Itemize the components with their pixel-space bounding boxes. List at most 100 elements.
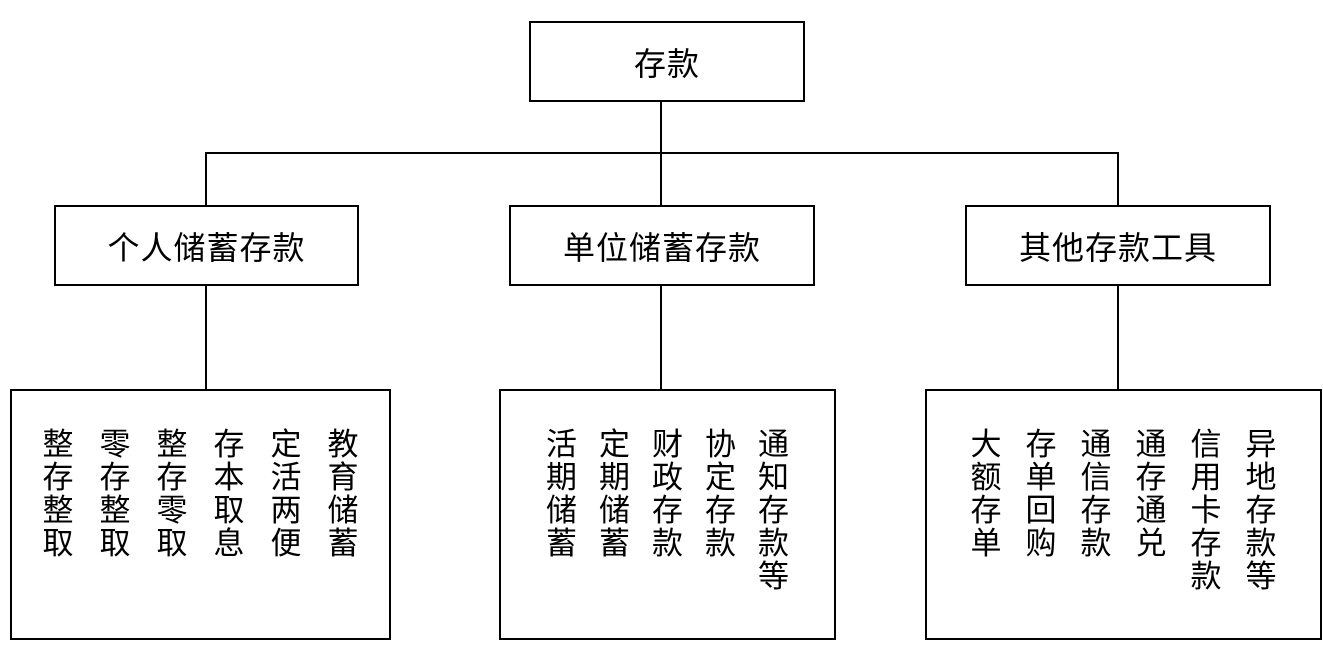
leaf-char: 教	[327, 427, 359, 463]
leaf-char: 大	[970, 427, 1002, 463]
leaf-char: 卡	[1190, 493, 1222, 529]
leaf-char: 等	[1245, 559, 1277, 595]
leaf-char: 兑	[1135, 526, 1167, 562]
leaf-char: 款	[758, 526, 789, 562]
leaf-char: 两	[270, 493, 302, 529]
leaf-char: 活	[270, 460, 302, 496]
leaf-char: 储	[546, 493, 577, 529]
leaf-item: 定活两便	[271, 429, 302, 561]
leaf-char: 地	[1245, 460, 1277, 496]
leaf-char: 定	[599, 427, 630, 463]
leaf-char: 息	[213, 526, 245, 562]
leaf-char: 款	[652, 526, 683, 562]
leaf-item: 教育储蓄	[328, 429, 359, 561]
leaf-char: 零	[99, 427, 131, 463]
leaf-char: 育	[327, 460, 359, 496]
leaf-char: 异	[1245, 427, 1277, 463]
leaf-item: 大额存单	[971, 429, 1002, 594]
leaf-char: 期	[599, 460, 630, 496]
leaf-item: 协定存款	[705, 429, 736, 594]
leaf-item: 通信存款	[1081, 429, 1112, 594]
leaf-columns: 大额存单存单回购通信存款通存通兑信用卡存款异地存款等	[927, 429, 1320, 594]
leaf-box-personal-savings: 整存整取零存整取整存零取存本取息定活两便教育储蓄	[10, 389, 391, 640]
leaf-item: 存单回购	[1026, 429, 1057, 594]
branch-node-personal-savings: 个人储蓄存款	[54, 205, 359, 286]
leaf-char: 通	[1135, 493, 1167, 529]
leaf-char: 信	[1080, 460, 1112, 496]
leaf-item: 活期储蓄	[546, 429, 577, 594]
leaf-char: 取	[213, 493, 245, 529]
root-node-label: 存款	[633, 44, 700, 83]
connector-branch-3-down	[1117, 284, 1119, 390]
leaf-char: 存	[705, 493, 736, 529]
leaf-char: 存	[1245, 493, 1277, 529]
branch-node-unit-savings: 单位储蓄存款	[509, 205, 815, 286]
leaf-char: 取	[42, 526, 74, 562]
leaf-char: 用	[1190, 460, 1222, 496]
leaf-char: 存	[1190, 526, 1222, 562]
leaf-item: 信用卡存款	[1191, 429, 1222, 594]
leaf-char: 信	[1190, 427, 1222, 463]
leaf-char: 存	[1080, 493, 1112, 529]
leaf-char: 取	[99, 526, 131, 562]
leaf-char: 款	[705, 526, 736, 562]
leaf-char: 款	[1245, 526, 1277, 562]
leaf-char: 存	[1025, 427, 1057, 463]
leaf-char: 单	[970, 526, 1002, 562]
leaf-char: 储	[327, 493, 359, 529]
leaf-char: 活	[546, 427, 577, 463]
leaf-char: 通	[758, 427, 789, 463]
leaf-item: 零存整取	[100, 429, 131, 561]
leaf-item: 通知存款等	[758, 429, 789, 594]
leaf-char: 整	[42, 493, 74, 529]
connector-branch-1-down	[205, 284, 207, 390]
branch-node-label: 单位储蓄存款	[562, 228, 761, 267]
leaf-char: 存	[213, 427, 245, 463]
leaf-char: 回	[1025, 493, 1057, 529]
leaf-char: 购	[1025, 526, 1057, 562]
leaf-box-other-tools: 大额存单存单回购通信存款通存通兑信用卡存款异地存款等	[925, 389, 1322, 640]
leaf-item: 异地存款等	[1246, 429, 1277, 594]
leaf-char: 通	[1135, 427, 1167, 463]
leaf-item: 通存通兑	[1136, 429, 1167, 594]
leaf-char: 额	[970, 460, 1002, 496]
leaf-item: 财政存款	[652, 429, 683, 594]
leaf-char: 定	[705, 460, 736, 496]
leaf-char: 款	[1190, 559, 1222, 595]
leaf-char: 整	[42, 427, 74, 463]
leaf-char: 知	[758, 460, 789, 496]
leaf-item: 整存整取	[43, 429, 74, 561]
leaf-item: 存本取息	[214, 429, 245, 561]
leaf-item: 整存零取	[157, 429, 188, 561]
connector-branch-3-up	[1117, 152, 1119, 206]
leaf-columns: 活期储蓄定期储蓄财政存款协定存款通知存款等	[501, 429, 834, 594]
leaf-char: 单	[1025, 460, 1057, 496]
leaf-char: 取	[156, 526, 188, 562]
leaf-char: 存	[156, 460, 188, 496]
branch-node-other-tools: 其他存款工具	[965, 205, 1271, 286]
leaf-char: 等	[758, 559, 789, 595]
connector-horizontal	[205, 152, 1119, 154]
leaf-char: 蓄	[546, 526, 577, 562]
branch-node-label: 个人储蓄存款	[107, 228, 306, 267]
leaf-char: 储	[599, 493, 630, 529]
root-node: 存款	[529, 21, 805, 102]
leaf-char: 存	[42, 460, 74, 496]
leaf-char: 整	[99, 493, 131, 529]
leaf-item: 定期储蓄	[599, 429, 630, 594]
leaf-char: 存	[758, 493, 789, 529]
leaf-char: 通	[1080, 427, 1112, 463]
leaf-char: 本	[213, 460, 245, 496]
connector-branch-2-up	[660, 152, 662, 206]
leaf-char: 存	[652, 493, 683, 529]
leaf-char: 款	[1080, 526, 1112, 562]
connector-branch-1-up	[205, 152, 207, 206]
leaf-box-unit-savings: 活期储蓄定期储蓄财政存款协定存款通知存款等	[499, 389, 836, 640]
leaf-char: 存	[99, 460, 131, 496]
leaf-char: 协	[705, 427, 736, 463]
leaf-char: 政	[652, 460, 683, 496]
leaf-char: 零	[156, 493, 188, 529]
leaf-char: 财	[652, 427, 683, 463]
leaf-char: 定	[270, 427, 302, 463]
leaf-char: 存	[970, 493, 1002, 529]
